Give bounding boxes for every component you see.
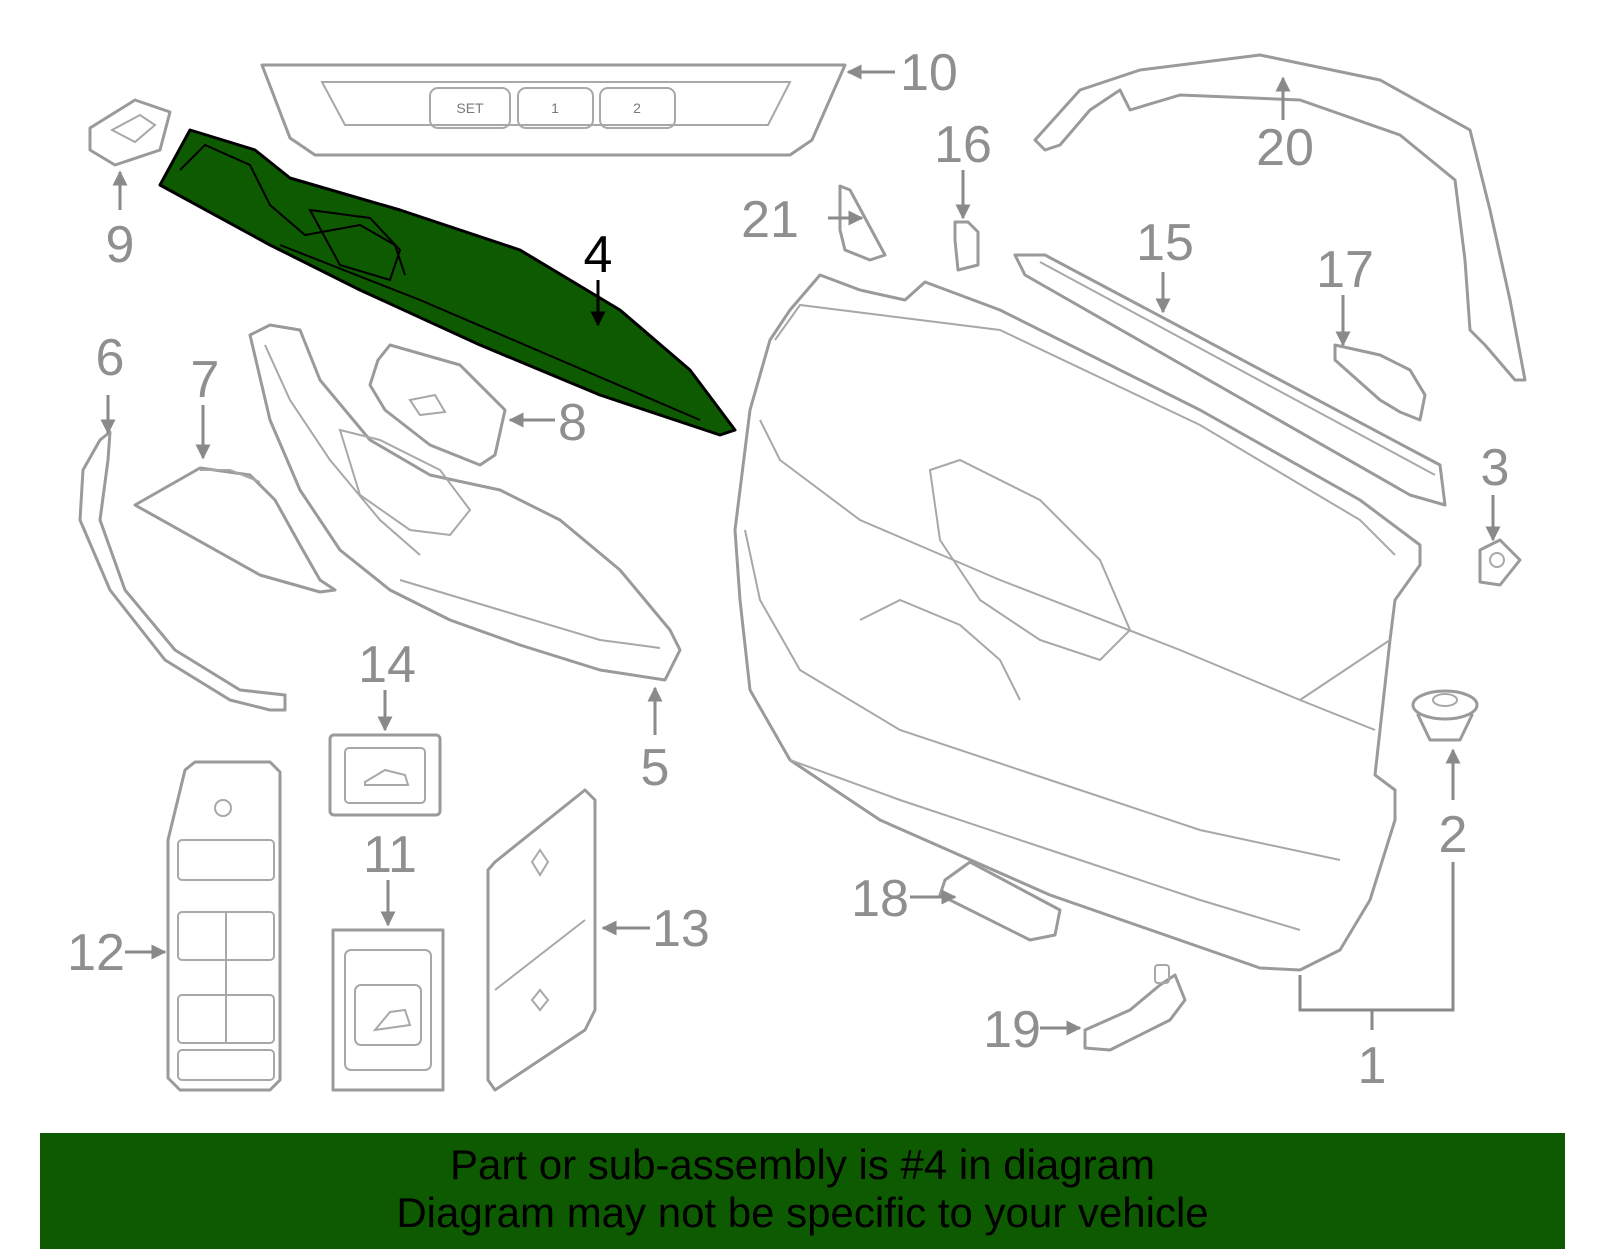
banner-line-part-info: Part or sub-assembly is #4 in diagram xyxy=(450,1141,1155,1188)
part-4-trim-strip-highlighted[interactable] xyxy=(158,128,737,437)
callout-9: 9 xyxy=(106,216,135,274)
callout-2: 2 xyxy=(1439,806,1468,864)
callout-1: 1 xyxy=(1358,1037,1387,1095)
part-1-door-panel[interactable] xyxy=(733,273,1422,972)
part-20-frame-trim[interactable] xyxy=(1033,53,1527,382)
part-11-window-switch[interactable] xyxy=(331,928,445,1092)
part-15-window-seal[interactable] xyxy=(1013,253,1447,507)
part-17-bracket[interactable] xyxy=(1333,343,1427,422)
info-banner: Part or sub-assembly is #4 in diagram Di… xyxy=(40,1133,1565,1249)
callout-17: 17 xyxy=(1316,241,1374,299)
callout-21: 21 xyxy=(741,191,799,249)
banner-line-disclaimer: Diagram may not be specific to your vehi… xyxy=(396,1189,1209,1236)
part-12-master-switch[interactable] xyxy=(166,760,282,1092)
callout-19: 19 xyxy=(983,1001,1041,1059)
callout-6: 6 xyxy=(96,329,125,387)
set-button-label: SET xyxy=(456,100,484,116)
callout-numbers: 10 9 4 6 7 8 5 14 12 11 13 21 16 15 20 1… xyxy=(67,44,1509,1095)
callout-4: 4 xyxy=(584,226,613,284)
part-10-memory-switch[interactable]: SET 1 2 xyxy=(260,63,847,157)
part-2-push-retainer[interactable] xyxy=(1411,689,1479,742)
part-7-armrest-cover[interactable] xyxy=(133,466,337,594)
callout-10: 10 xyxy=(900,44,958,102)
callout-20: 20 xyxy=(1256,119,1314,177)
part-21-tweeter-cover[interactable] xyxy=(838,184,887,262)
memory-2-button-label: 2 xyxy=(633,100,641,116)
callout-lines xyxy=(100,64,1501,1036)
part-9-small-switch[interactable] xyxy=(88,98,172,167)
callout-8: 8 xyxy=(558,394,587,452)
callout-18: 18 xyxy=(851,870,909,928)
callout-12: 12 xyxy=(67,924,125,982)
callout-14: 14 xyxy=(358,636,416,694)
callout-15: 15 xyxy=(1136,214,1194,272)
memory-1-button-label: 1 xyxy=(551,100,559,116)
callout-3: 3 xyxy=(1481,439,1510,497)
callout-13: 13 xyxy=(652,900,710,958)
part-8-window-switch[interactable] xyxy=(368,343,507,467)
part-6-pull-trim[interactable] xyxy=(78,430,287,712)
part-19-connector[interactable] xyxy=(1083,964,1187,1052)
callout-16: 16 xyxy=(934,116,992,174)
callout-5: 5 xyxy=(641,739,670,797)
part-14-trunk-switch[interactable] xyxy=(328,733,442,817)
callout-11: 11 xyxy=(363,826,417,884)
part-16-clip[interactable] xyxy=(953,220,980,272)
part-18-clip[interactable] xyxy=(938,860,1062,942)
part-5-armrest-handle[interactable] xyxy=(248,323,682,682)
callout-7: 7 xyxy=(191,351,220,409)
part-13-lock-switch[interactable] xyxy=(486,788,597,1092)
part-3-clip[interactable] xyxy=(1478,538,1522,587)
